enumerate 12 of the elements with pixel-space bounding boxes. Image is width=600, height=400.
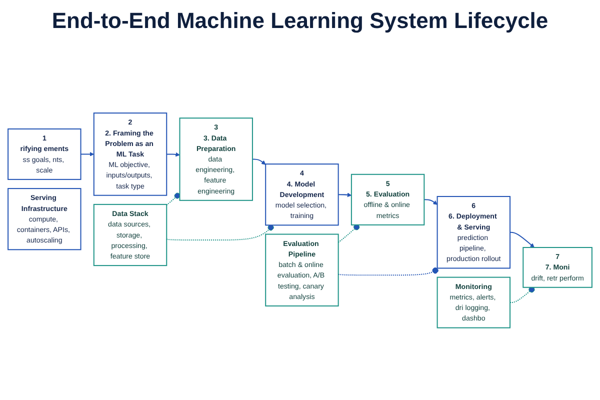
arrow bbox=[424, 198, 438, 204]
arrow bbox=[510, 231, 534, 248]
connector bbox=[510, 286, 535, 303]
diagram-title: End-to-End Machine Learning System Lifecycle bbox=[50, 8, 550, 34]
arrow bbox=[252, 158, 266, 164]
arrow bbox=[338, 192, 352, 197]
connector bbox=[338, 267, 438, 276]
connector bbox=[166, 192, 180, 206]
connector bbox=[338, 224, 360, 242]
connector bbox=[166, 224, 274, 240]
arrow bbox=[80, 152, 94, 156]
arrow bbox=[166, 152, 180, 156]
